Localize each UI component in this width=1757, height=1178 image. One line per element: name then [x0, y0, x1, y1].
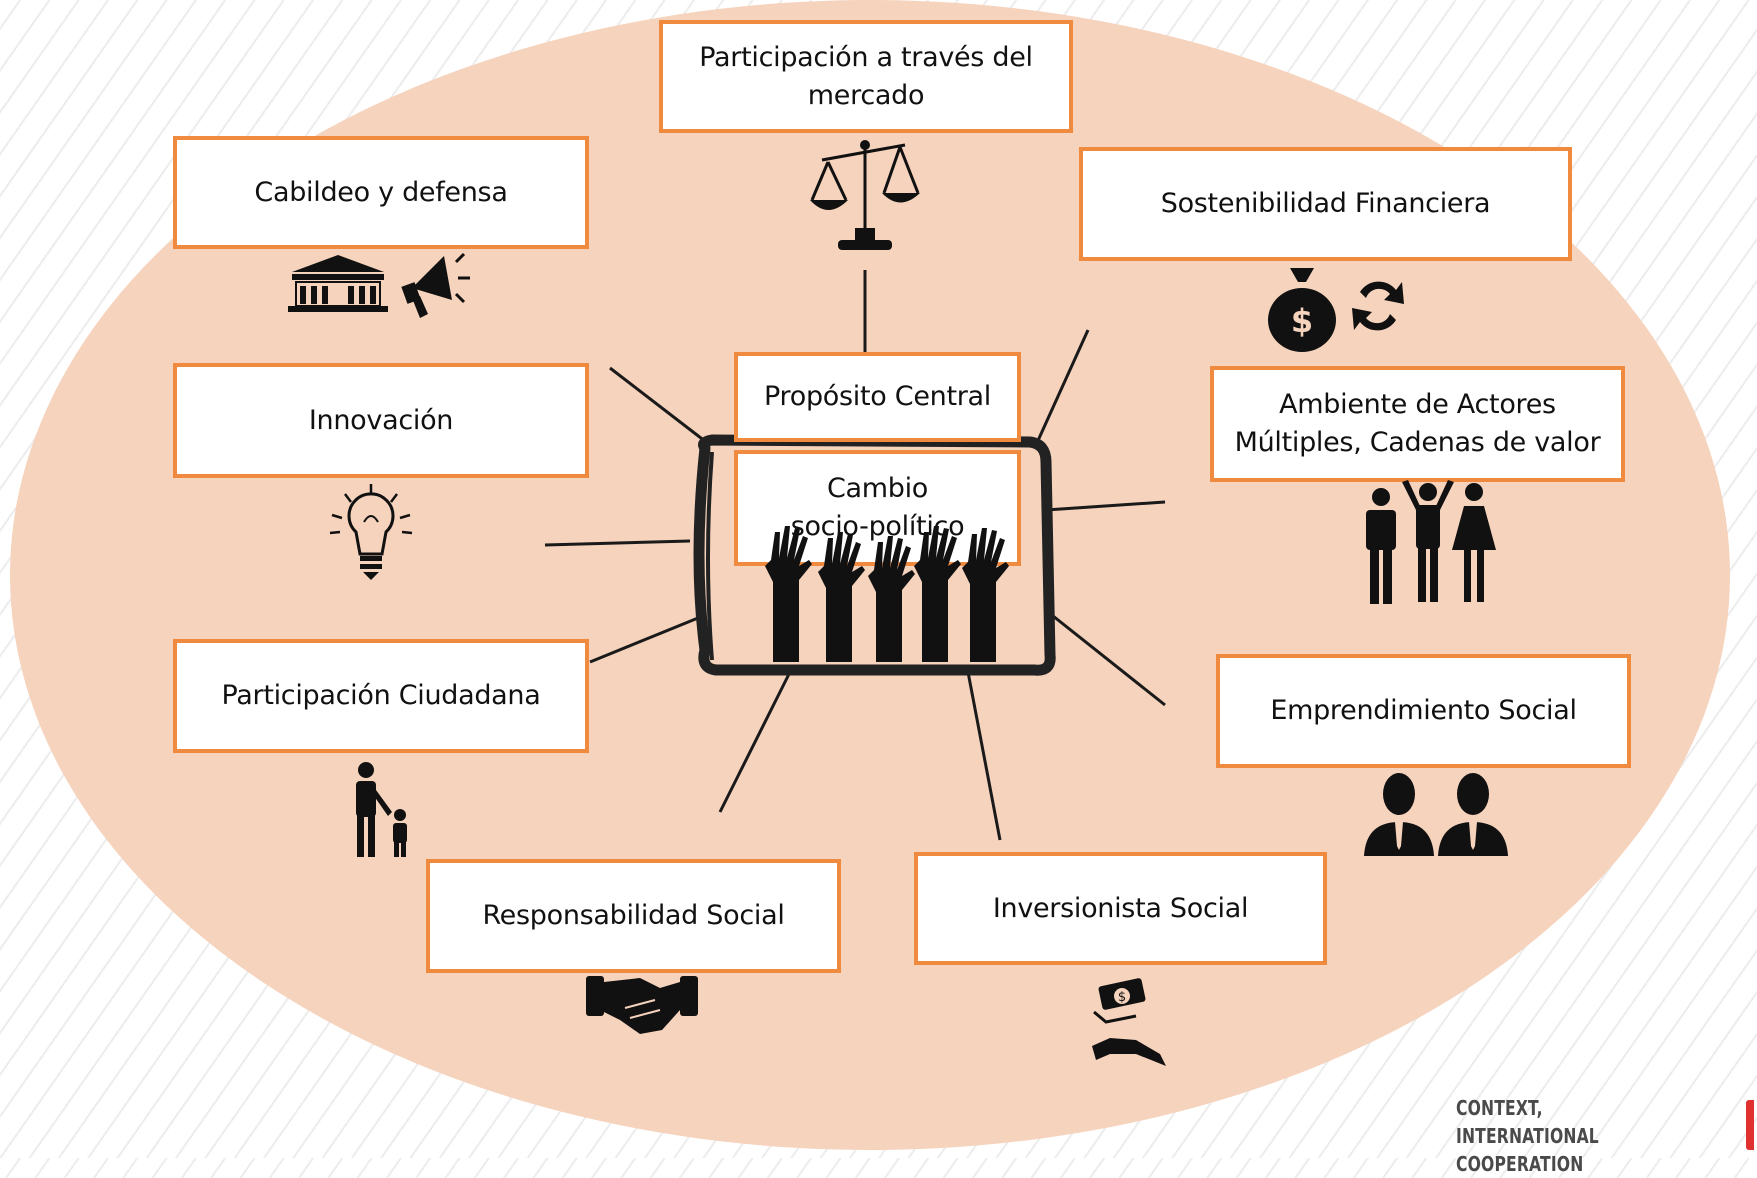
node-cabildeo: Cabildeo y defensa	[173, 136, 589, 249]
central-frame	[693, 434, 1056, 676]
node-inversionista-label: Inversionista Social	[992, 892, 1249, 924]
people-group-icon	[1366, 480, 1496, 604]
money-hand-icon: $	[1092, 978, 1166, 1066]
refresh-icon	[1352, 281, 1404, 331]
line-sostenibilidad	[1034, 329, 1090, 446]
megaphone-icon	[401, 252, 470, 318]
node-mercado: Participación a través del mercado	[659, 20, 1073, 133]
node-innovacion-label: Innovación	[308, 404, 454, 436]
svg-text:$: $	[1118, 990, 1126, 1005]
government-building-icon	[288, 255, 388, 312]
logo-accent-mark	[1746, 1100, 1754, 1150]
node-ciudadana-label: Participación Ciudadana	[221, 680, 541, 711]
node-proposito-central: Propósito Central	[734, 352, 1021, 442]
scales-icon	[810, 140, 920, 250]
center-title: Propósito Central	[764, 381, 991, 412]
line-inversionista	[966, 671, 1002, 841]
node-innovacion: Innovación	[173, 363, 589, 478]
line-ambiente	[1045, 500, 1166, 512]
node-emprendimiento-label: Emprendimiento Social	[1270, 695, 1577, 726]
line-responsabilidad	[718, 671, 792, 813]
svg-text:$: $	[1291, 302, 1313, 340]
node-responsabilidad-label: Responsabilidad Social	[482, 900, 785, 931]
node-responsabilidad: Responsabilidad Social	[426, 859, 841, 973]
lightbulb-icon	[329, 484, 413, 580]
line-innovacion	[544, 539, 691, 547]
parent-child-icon	[356, 762, 407, 857]
logo-line-2: INTERNATIONAL COOPERATION	[1456, 1124, 1599, 1176]
node-mercado-label: Participación a través del mercado	[699, 41, 1033, 111]
line-cabildeo	[609, 366, 711, 447]
line-emprendimiento	[1047, 610, 1166, 707]
node-ambiente-label: Ambiente de Actores Múltiples, Cadenas d…	[1234, 389, 1601, 458]
node-ciudadana: Participación Ciudadana	[173, 639, 589, 753]
business-people-icon	[1364, 773, 1508, 856]
line-ciudadana	[589, 616, 699, 664]
money-bag-icon: $	[1268, 268, 1336, 352]
node-ambiente: Ambiente de Actores Múltiples, Cadenas d…	[1210, 366, 1625, 482]
context-logo: CONTEXT, INTERNATIONAL COOPERATION	[1456, 1094, 1691, 1178]
logo-line-1: CONTEXT,	[1456, 1096, 1543, 1120]
node-inversionista: Inversionista Social	[914, 852, 1327, 965]
node-sostenibilidad-label: Sostenibilidad Financiera	[1160, 188, 1491, 219]
raised-hands-icon	[765, 526, 1009, 662]
handshake-icon	[586, 976, 698, 1034]
node-sostenibilidad: Sostenibilidad Financiera	[1079, 147, 1572, 261]
node-emprendimiento: Emprendimiento Social	[1216, 654, 1631, 768]
node-cabildeo-label: Cabildeo y defensa	[254, 176, 508, 208]
